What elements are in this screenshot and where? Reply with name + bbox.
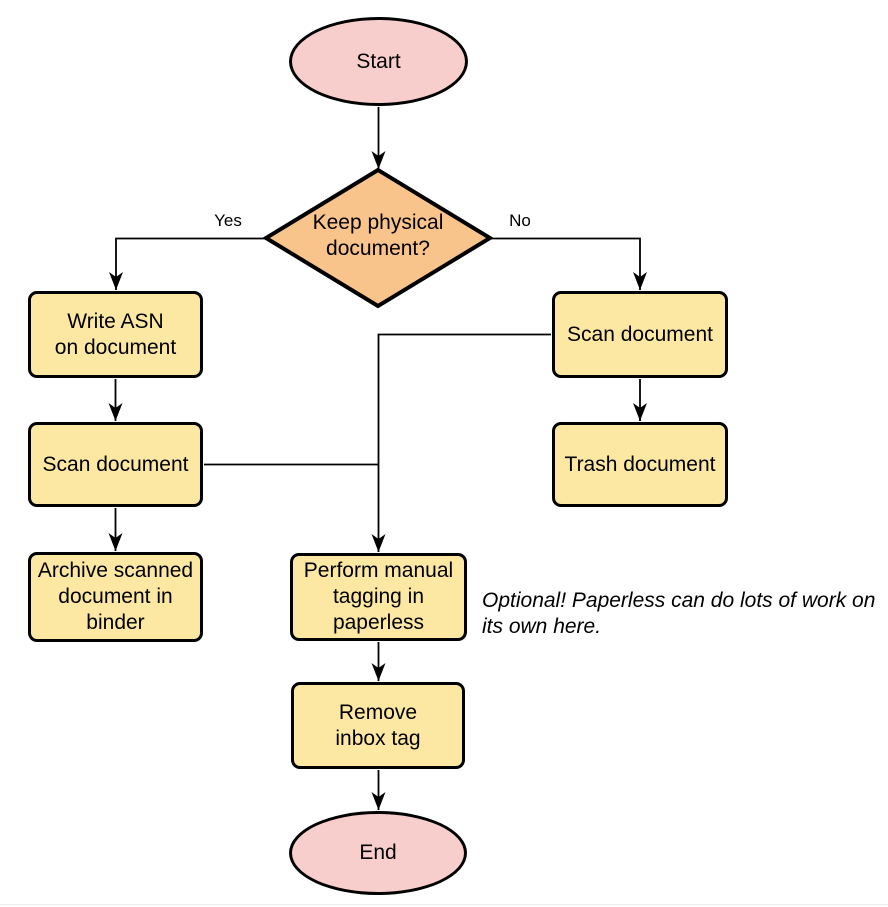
node-decision-label: Keep physical document? bbox=[312, 211, 444, 260]
optional-annotation-line2: its own here. bbox=[482, 615, 602, 638]
edge-label-yes: Yes bbox=[214, 211, 242, 230]
edge-decision-yes-to-write-asn bbox=[109, 237, 265, 290]
node-remove-inbox-tag: Remove inbox tag bbox=[291, 682, 465, 769]
edge-decision-no-to-scan-right bbox=[491, 237, 647, 290]
node-write-asn: Write ASN on document bbox=[28, 291, 203, 378]
edge-label-no: No bbox=[509, 211, 531, 230]
node-manual-tagging: Perform manual tagging in paperless bbox=[290, 553, 467, 641]
node-decision bbox=[263, 167, 493, 309]
edge-scan-right-to-tagging bbox=[371, 333, 551, 552]
optional-annotation-line1: Optional! Paperless can do lots of work … bbox=[482, 589, 876, 612]
bottom-rule bbox=[0, 904, 888, 905]
optional-annotation: Optional! Paperless can do lots of work … bbox=[482, 588, 888, 640]
node-end: End bbox=[289, 811, 467, 895]
node-archive-scanned: Archive scanned document in binder bbox=[28, 552, 203, 642]
node-trash-document: Trash document bbox=[552, 422, 728, 507]
node-scan-document-left: Scan document bbox=[28, 422, 203, 507]
node-scan-document-right: Scan document bbox=[552, 291, 728, 378]
node-start: Start bbox=[289, 17, 468, 106]
decision-diamond-shape bbox=[263, 167, 493, 309]
